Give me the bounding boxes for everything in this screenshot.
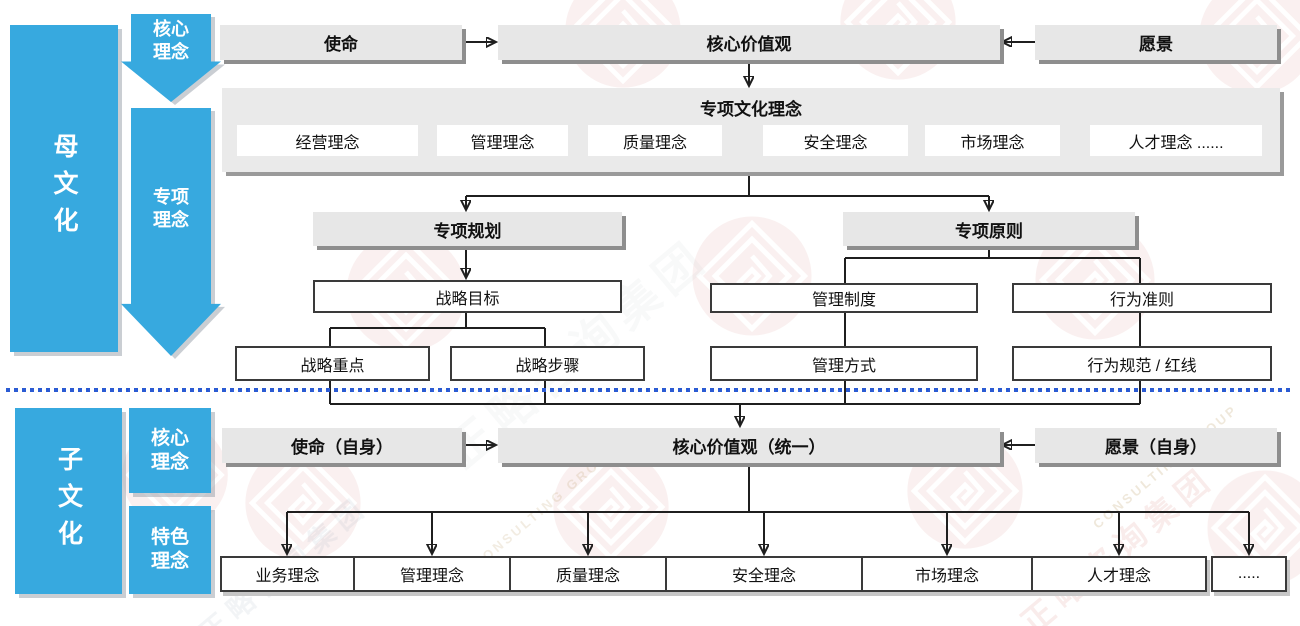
child-culture-bar: 子文化 [15, 408, 122, 594]
parent-culture-label: 母文化 [50, 133, 78, 244]
child-item-market: 市场理念 [861, 556, 1033, 592]
core-concept-arrow: 核心理念 [121, 14, 221, 102]
strategy-steps-box: 战略步骤 [450, 346, 645, 381]
child-item-quality: 质量理念 [509, 556, 667, 592]
special-principles-box: 专项原则 [843, 212, 1135, 246]
conduct-norms-box: 行为规范 / 红线 [1012, 346, 1272, 381]
parent-culture-bar: 母文化 [10, 25, 118, 352]
special-culture-title: 专项文化理念 [700, 100, 802, 119]
core-concept-tag-label: 核心理念 [150, 427, 189, 473]
core-concept-tag: 核心理念 [129, 408, 211, 493]
child-culture-label: 子文化 [54, 445, 83, 557]
feature-concept-tag: 特色理念 [129, 506, 211, 594]
core-concept-arrow-label: 核心理念 [152, 19, 189, 63]
special-item-safety: 安全理念 [763, 125, 908, 156]
special-concept-arrow-label: 专项理念 [152, 187, 189, 231]
child-mission-box: 使命（自身） [222, 428, 462, 463]
special-concept-arrow: 专项理念 [121, 108, 221, 356]
conduct-code-box: 行为准则 [1012, 283, 1272, 313]
strategy-goal-box: 战略目标 [313, 280, 622, 313]
parent-vision-box: 愿景 [1035, 25, 1277, 60]
strategy-focus-box: 战略重点 [235, 346, 430, 381]
child-item-business: 业务理念 [220, 556, 355, 592]
parent-core-values-box: 核心价值观 [498, 25, 1000, 60]
child-item-talent: 人才理念 [1031, 556, 1207, 592]
feature-concept-tag-label: 特色理念 [150, 527, 189, 572]
special-item-management: 管理理念 [437, 125, 568, 156]
management-mode-box: 管理方式 [710, 346, 978, 381]
special-item-talent: 人才理念 ...... [1090, 125, 1262, 156]
child-item-management: 管理理念 [353, 556, 511, 592]
special-planning-box: 专项规划 [313, 212, 622, 246]
child-vision-box: 愿景（自身） [1035, 428, 1277, 463]
parent-mission-box: 使命 [220, 25, 462, 60]
management-system-box: 管理制度 [710, 283, 978, 313]
special-item-business: 经营理念 [237, 125, 418, 156]
special-item-quality: 质量理念 [588, 125, 722, 156]
child-core-values-box: 核心价值观（统一） [498, 428, 1000, 463]
child-item-more: ..... [1211, 556, 1287, 592]
child-item-safety: 安全理念 [665, 556, 863, 592]
special-item-market: 市场理念 [925, 125, 1060, 156]
parent-child-divider [6, 388, 1294, 392]
